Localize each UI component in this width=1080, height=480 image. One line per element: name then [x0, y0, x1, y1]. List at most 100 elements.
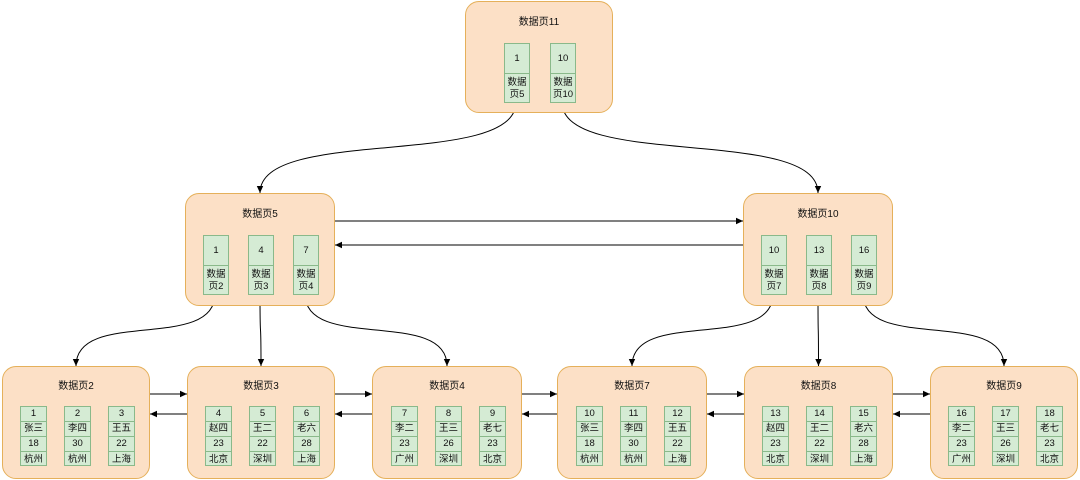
record-age: 30 — [621, 437, 646, 452]
record-age: 22 — [250, 437, 275, 452]
record-city: 北京 — [482, 453, 502, 465]
record-id: 6 — [294, 407, 319, 422]
entry-key: 10 — [762, 236, 786, 266]
record-age: 22 — [807, 437, 832, 452]
record-age: 28 — [851, 437, 876, 452]
record-age: 22 — [109, 437, 134, 452]
entry-page-pointer: 数据 页2 — [206, 269, 226, 292]
entry-key: 4 — [249, 236, 273, 266]
parent-child-arrow — [628, 293, 774, 367]
page-title: 数据页4 — [429, 381, 465, 392]
page-title: 数据页10 — [797, 209, 839, 220]
record-age: 18 — [21, 437, 46, 452]
page-title: 数据页7 — [614, 381, 650, 392]
record-city: 杭州 — [67, 453, 87, 465]
record-name: 李二 — [392, 422, 417, 437]
record-city: 上海 — [296, 453, 316, 465]
record-name: 张三 — [577, 422, 602, 437]
page-title: 数据页9 — [986, 381, 1022, 392]
record-city: 北京 — [1039, 453, 1059, 465]
record-age: 26 — [993, 437, 1018, 452]
page-title: 数据页5 — [242, 209, 278, 220]
entry-page-pointer: 数据 页9 — [854, 269, 874, 292]
index-entry: 13 数据 页8 — [806, 235, 832, 295]
index-entry: 4 数据 页3 — [248, 235, 274, 295]
record-name: 王二 — [250, 422, 275, 437]
record-age: 23 — [392, 437, 417, 452]
record-age: 22 — [665, 437, 690, 452]
entry-key: 16 — [852, 236, 876, 266]
record-city: 杭州 — [623, 453, 643, 465]
record-city: 杭州 — [579, 453, 599, 465]
entry-page-pointer: 数据 页3 — [251, 269, 271, 292]
entry-key: 10 — [551, 44, 575, 74]
record-name: 老七 — [480, 422, 505, 437]
entry-key: 1 — [505, 44, 529, 74]
page-title: 数据页8 — [800, 381, 837, 392]
record-name: 张三 — [21, 422, 46, 437]
record-name: 赵四 — [763, 422, 788, 437]
record-age: 23 — [1037, 437, 1062, 452]
record-name: 王三 — [436, 422, 461, 437]
record-city: 上海 — [667, 453, 687, 465]
record-city: 深圳 — [809, 453, 829, 465]
record-name: 王二 — [807, 422, 832, 437]
record-age: 26 — [436, 437, 461, 452]
record-id: 8 — [436, 407, 461, 422]
parent-child-arrow — [304, 293, 451, 367]
record-id: 2 — [65, 407, 90, 422]
record-id: 15 — [851, 407, 876, 422]
record-id: 5 — [250, 407, 275, 422]
record-name: 王五 — [109, 422, 134, 437]
record-id: 16 — [949, 407, 974, 422]
record-age: 23 — [763, 437, 788, 452]
index-entry: 16 数据 页9 — [851, 235, 877, 295]
record-id: 9 — [480, 407, 505, 422]
parent-child-arrow — [815, 293, 822, 367]
record-city: 上海 — [111, 453, 131, 465]
record-id: 17 — [993, 407, 1018, 422]
record-name: 老六 — [294, 422, 319, 437]
parent-child-arrow — [561, 101, 822, 194]
parent-child-arrow — [862, 293, 1008, 367]
entry-page-pointer: 数据 页8 — [809, 269, 829, 292]
entry-key: 13 — [807, 236, 831, 266]
record-age: 23 — [949, 437, 974, 452]
record-city: 深圳 — [438, 453, 458, 465]
entry-key: 7 — [294, 236, 318, 266]
page-title: 数据页3 — [243, 381, 279, 392]
record-city: 广州 — [951, 453, 971, 465]
record-id: 14 — [807, 407, 832, 422]
entry-page-pointer: 数据 页5 — [507, 77, 527, 100]
record-city: 杭州 — [23, 453, 43, 465]
record-name: 李四 — [621, 422, 646, 437]
record-name: 李二 — [949, 422, 974, 437]
record-id: 12 — [665, 407, 690, 422]
record-city: 深圳 — [995, 453, 1015, 465]
page-title: 数据页2 — [58, 381, 94, 392]
record-id: 4 — [206, 407, 231, 422]
entry-page-pointer: 数据 页10 — [552, 77, 574, 100]
record-age: 23 — [206, 437, 231, 452]
